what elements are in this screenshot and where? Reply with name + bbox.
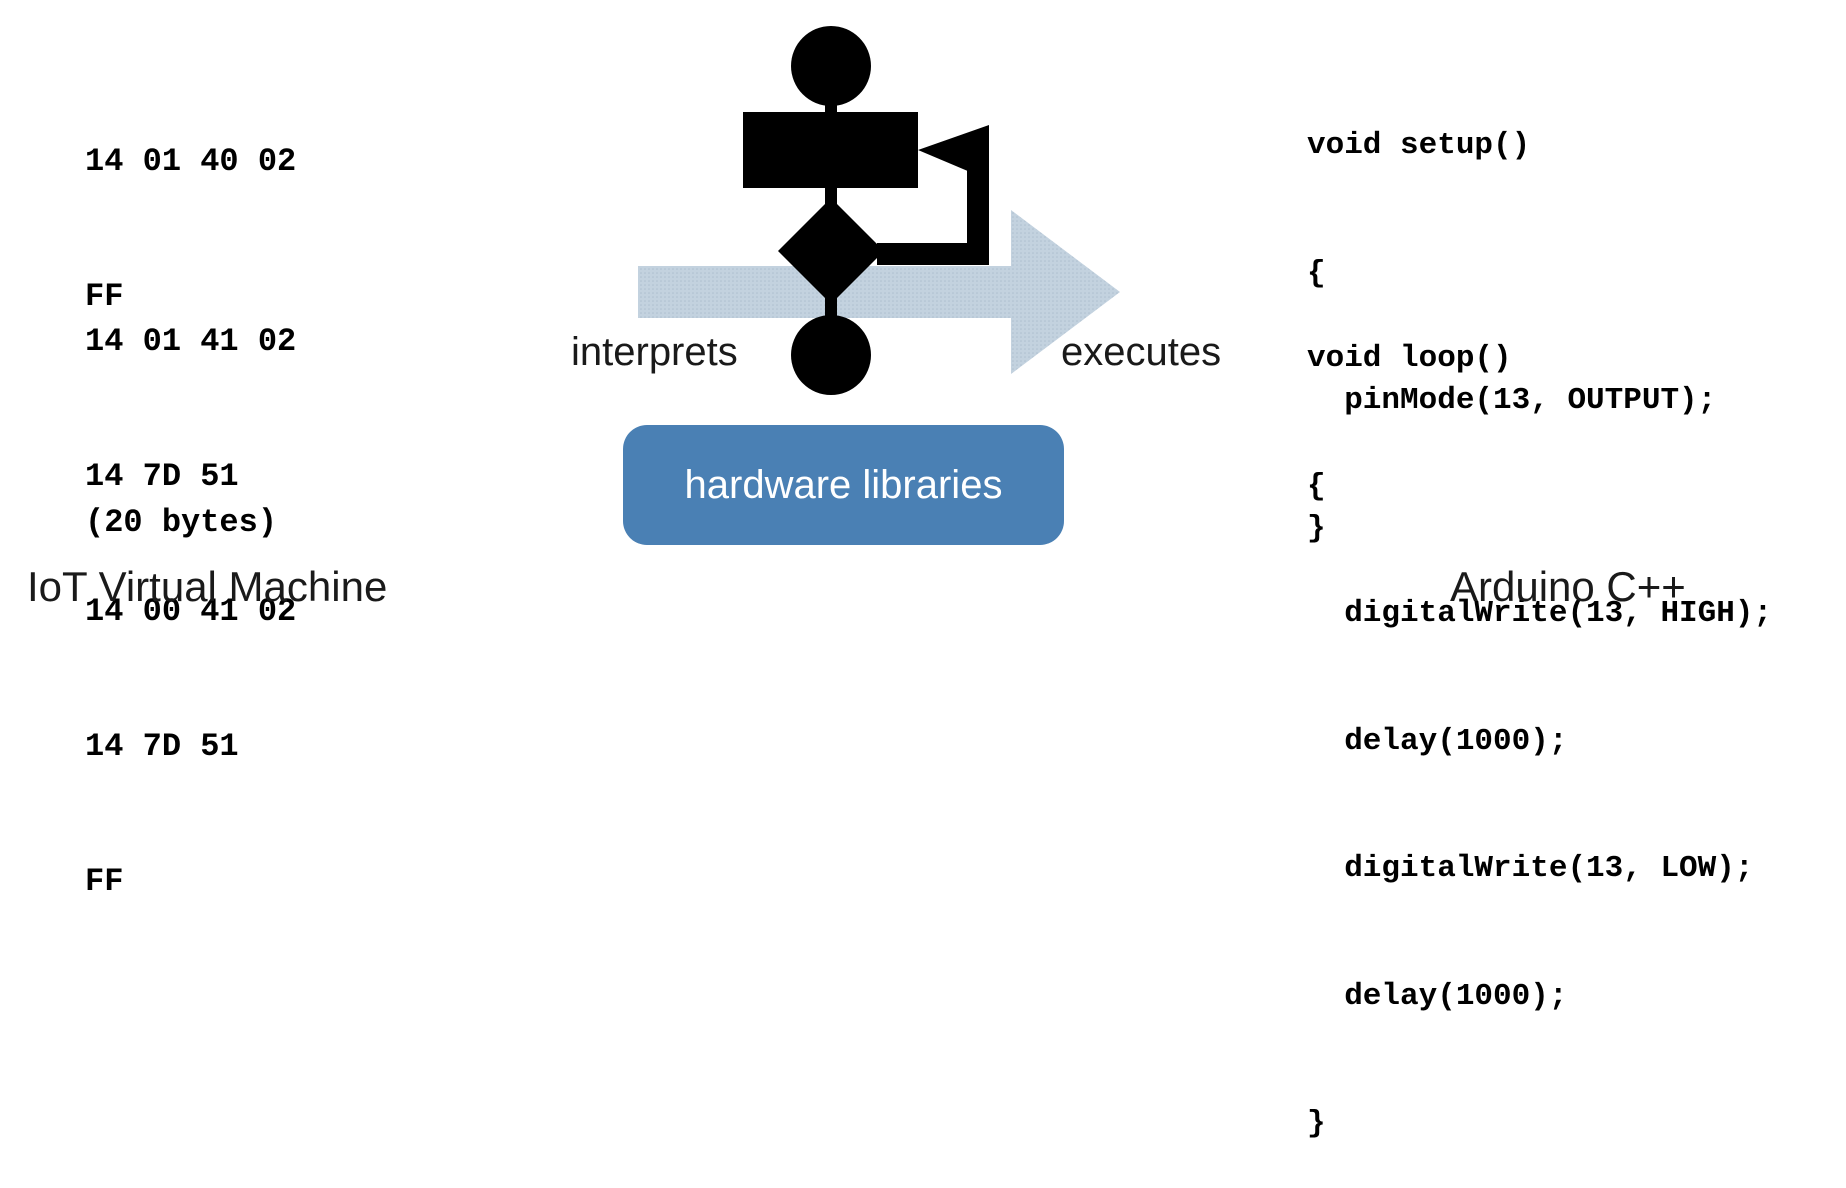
flowchart-decision bbox=[778, 198, 884, 304]
arduino-setup-block: void setup() { pinMode(13, OUTPUT); } bbox=[1307, 40, 1716, 593]
arduino-caption: Arduino C++ bbox=[1450, 563, 1686, 610]
flowchart-icon bbox=[743, 26, 989, 395]
flowchart-process-box bbox=[743, 112, 918, 188]
bytecode-line: 14 01 41 02 bbox=[85, 323, 297, 360]
code-line: pinMode(13, OUTPUT); bbox=[1307, 383, 1717, 418]
code-line: } bbox=[1307, 1106, 1326, 1141]
code-line: void loop() bbox=[1307, 341, 1512, 376]
flowchart-start-node bbox=[791, 26, 871, 106]
code-line: void setup() bbox=[1307, 128, 1531, 163]
bytecode-line: 14 7D 51 bbox=[85, 458, 239, 495]
bytecode-group-1: 14 01 40 02 FF bbox=[85, 49, 296, 364]
code-line: { bbox=[1307, 255, 1326, 291]
arduino-loop-block: void loop() { digitalWrite(13, HIGH); de… bbox=[1307, 253, 1772, 1188]
flowchart-loop-arrowhead bbox=[918, 125, 989, 180]
bytecode-line: FF bbox=[85, 863, 124, 900]
code-line: delay(1000); bbox=[1307, 978, 1568, 1014]
bytecode-line: 14 7D 51 bbox=[85, 728, 239, 765]
hardware-libraries-box: hardware libraries bbox=[623, 425, 1064, 545]
interpreter-diagram bbox=[638, 26, 1120, 395]
code-line: digitalWrite(13, HIGH); bbox=[1307, 596, 1773, 631]
vm-caption: IoT Virtual Machine bbox=[27, 563, 388, 610]
bytecode-line: 14 00 41 02 bbox=[85, 593, 297, 630]
code-line: } bbox=[1307, 510, 1326, 546]
code-line: digitalWrite(13, LOW); bbox=[1307, 851, 1754, 886]
code-line: { bbox=[1307, 468, 1326, 504]
execution-arrow bbox=[638, 210, 1120, 374]
interprets-label: interprets bbox=[571, 330, 738, 374]
hardware-libraries-label: hardware libraries bbox=[684, 462, 1003, 507]
flowchart-end-node bbox=[791, 315, 871, 395]
bytecode-line: FF bbox=[85, 278, 124, 315]
bytecode-line: 14 01 40 02 bbox=[85, 143, 297, 180]
bytecode-size-note: (20 bytes) bbox=[85, 504, 278, 541]
code-line: delay(1000); bbox=[1307, 723, 1568, 759]
executes-label: executes bbox=[1061, 330, 1222, 374]
